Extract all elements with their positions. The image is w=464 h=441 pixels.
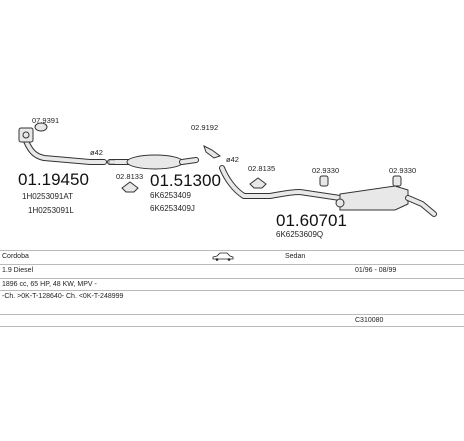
part-number-small: 02.8135 <box>248 164 275 173</box>
engine: 1.9 Diesel <box>2 267 34 274</box>
oem-number: 1H0253091AT <box>22 192 73 201</box>
part-number-front-pipe: 01.19450 <box>18 170 89 189</box>
set-code: C310080 <box>355 317 384 324</box>
part-number-small: 02.8133 <box>116 172 143 181</box>
part-number-small: 02.9330 <box>312 166 339 175</box>
gasket-icon <box>203 145 222 159</box>
info-row-set: C310080 <box>0 314 464 326</box>
model-name: Cordoba <box>2 253 29 260</box>
hanger-icon-1 <box>319 175 329 187</box>
diameter-label: ø42 <box>226 155 239 164</box>
info-row-empty <box>0 326 464 338</box>
connecting-pipe[interactable] <box>219 165 343 201</box>
part-number-small: 02.9192 <box>191 123 218 132</box>
info-row-chassis: -Ch. >0K-T-128640- Ch. <0K-T-248999 <box>0 290 464 302</box>
part-number-small: 02.9330 <box>389 166 416 175</box>
sedan-car-icon <box>212 252 234 265</box>
oem-number: 1H0253091L <box>28 206 74 215</box>
rear-silencer[interactable] <box>335 185 437 217</box>
oem-number: 6K6253409J <box>150 204 195 213</box>
hanger-icon-2 <box>392 175 402 187</box>
info-row-model: Cordoba Sedan <box>0 250 464 262</box>
part-number-middle-silencer: 01.51300 <box>150 171 221 190</box>
exhaust-diagram: 01.19450 1H0253091AT 1H0253091L 01.51300… <box>18 116 437 239</box>
clamp-icon <box>34 122 48 132</box>
info-row-spec: 1896 cc, 65 HP, 48 KW, MPV - <box>0 278 464 290</box>
rubber-mount-icon-2 <box>249 177 267 189</box>
middle-silencer[interactable] <box>107 154 199 170</box>
oem-number: 6K6253609Q <box>276 230 323 239</box>
diameter-label: ø42 <box>90 148 103 157</box>
front-pipe[interactable] <box>18 127 107 165</box>
body-type: Sedan <box>285 253 306 260</box>
engine-spec: 1896 cc, 65 HP, 48 KW, MPV - <box>2 281 97 288</box>
oem-number: 6K6253409 <box>150 191 191 200</box>
rubber-mount-icon-1 <box>121 181 139 193</box>
info-row-engine: 1.9 Diesel 01/96 - 08/99 <box>0 264 464 276</box>
part-number-rear-silencer: 01.60701 <box>276 211 347 230</box>
chassis-range: -Ch. >0K-T-128640- Ch. <0K-T-248999 <box>2 293 124 300</box>
part-number-small: 07.9391 <box>32 116 59 125</box>
production-years: 01/96 - 08/99 <box>355 267 397 274</box>
